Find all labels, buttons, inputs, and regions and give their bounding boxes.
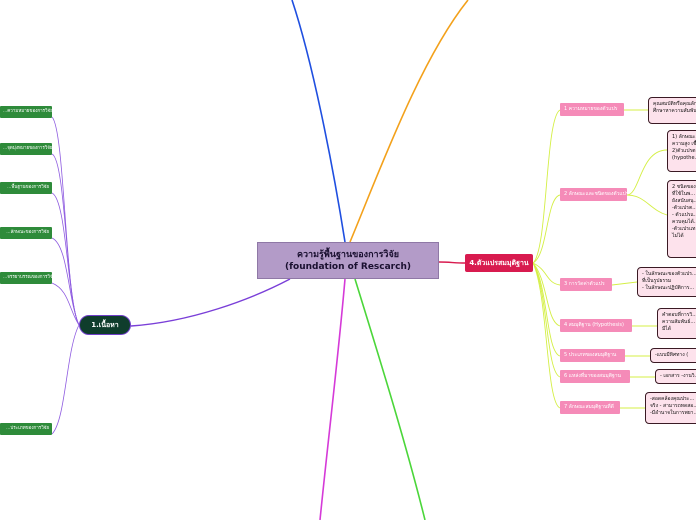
detail-variable-meaning[interactable]: คุณสมบัติหรือคุณลักษณะ... ศึกษาหาความสัม… [648,97,696,124]
central-title-thai: ความรู้พื้นฐานของการวิจัย [296,250,400,260]
topic-variables-hypothesis[interactable]: 4.ตัวแปรสมมุติฐาน [465,254,533,272]
central-topic[interactable]: ความรู้พื้นฐานของการวิจัย (foundation of… [257,242,439,279]
branch-green [354,278,426,520]
branch-magenta [319,278,346,520]
sub-variable-measurement[interactable]: 3 การวัดค่าตัวแปร [560,278,612,291]
sub-hypothesis[interactable]: 4 สมมุติฐาน (Hypothesis) [560,319,632,332]
topic-content[interactable]: 1.เนื้อหา [79,315,131,335]
leaf-research-meaning[interactable]: ...ความหมายของการวิจัย [0,106,52,118]
branch-blue [291,0,346,243]
variable-connectors [532,109,668,409]
detail-variable-kinds[interactable]: 2 ชนิดของ... ที่ใช้ในพ... ยังสนับสนุ... … [667,180,696,258]
content-connectors [51,116,80,435]
sub-good-hypothesis[interactable]: 7 ลักษณะสมมุติฐานที่ดี [560,401,620,414]
leaf-research-foundation[interactable]: ...พื้นฐานของการวิจัย [0,182,52,194]
sub-variable-types[interactable]: 2 ลักษณะและชนิดของตัวแปร [560,188,627,201]
leaf-research-types[interactable]: ...ประเภทของการวิจัย [0,423,52,435]
sub-variable-meaning[interactable]: 1 ความหมายของตัวแปร [560,103,624,116]
central-title-english: (foundation of Rescarch) [285,262,411,272]
sub-hypothesis-types[interactable]: 5 ประเภทของสมมุติฐาน [560,349,625,362]
sub-hypothesis-sources[interactable]: 6 แหล่งที่มาของสมมุติฐาน [560,370,630,383]
branch-variables [438,261,466,264]
detail-hypothesis-types[interactable]: -แบบมีทิศทาง ( [650,348,696,363]
detail-good-hypothesis[interactable]: -สอดคล้องคุณประ... จริง - สามารถทดสอ... … [645,392,696,424]
branch-orange [349,0,469,243]
detail-hypothesis-sources[interactable]: - เอกสาร -งานวิ... [655,369,696,384]
detail-variable-characteristics[interactable]: 1) ลักษณะ... ความสูง เชื้อ... 2)ตัวแปรตา… [667,130,696,172]
leaf-research-characteristics[interactable]: ...ลักษณะของการวิจัย [0,227,52,239]
detail-hypothesis[interactable]: คำตอบที่การวิ... ความสัมพันธ์... มีได้ [657,308,696,339]
leaf-research-ethics[interactable]: ...จรรยาบรรณของการวิจัย [0,272,52,284]
branch-content [130,278,291,327]
detail-variable-measurement[interactable]: - ในลักษณะของตัวแปร... ที่เป็นรูปธรรม - … [637,267,696,297]
leaf-research-purpose[interactable]: ...จุดมุ่งหมายของการวิจัย [0,143,52,155]
